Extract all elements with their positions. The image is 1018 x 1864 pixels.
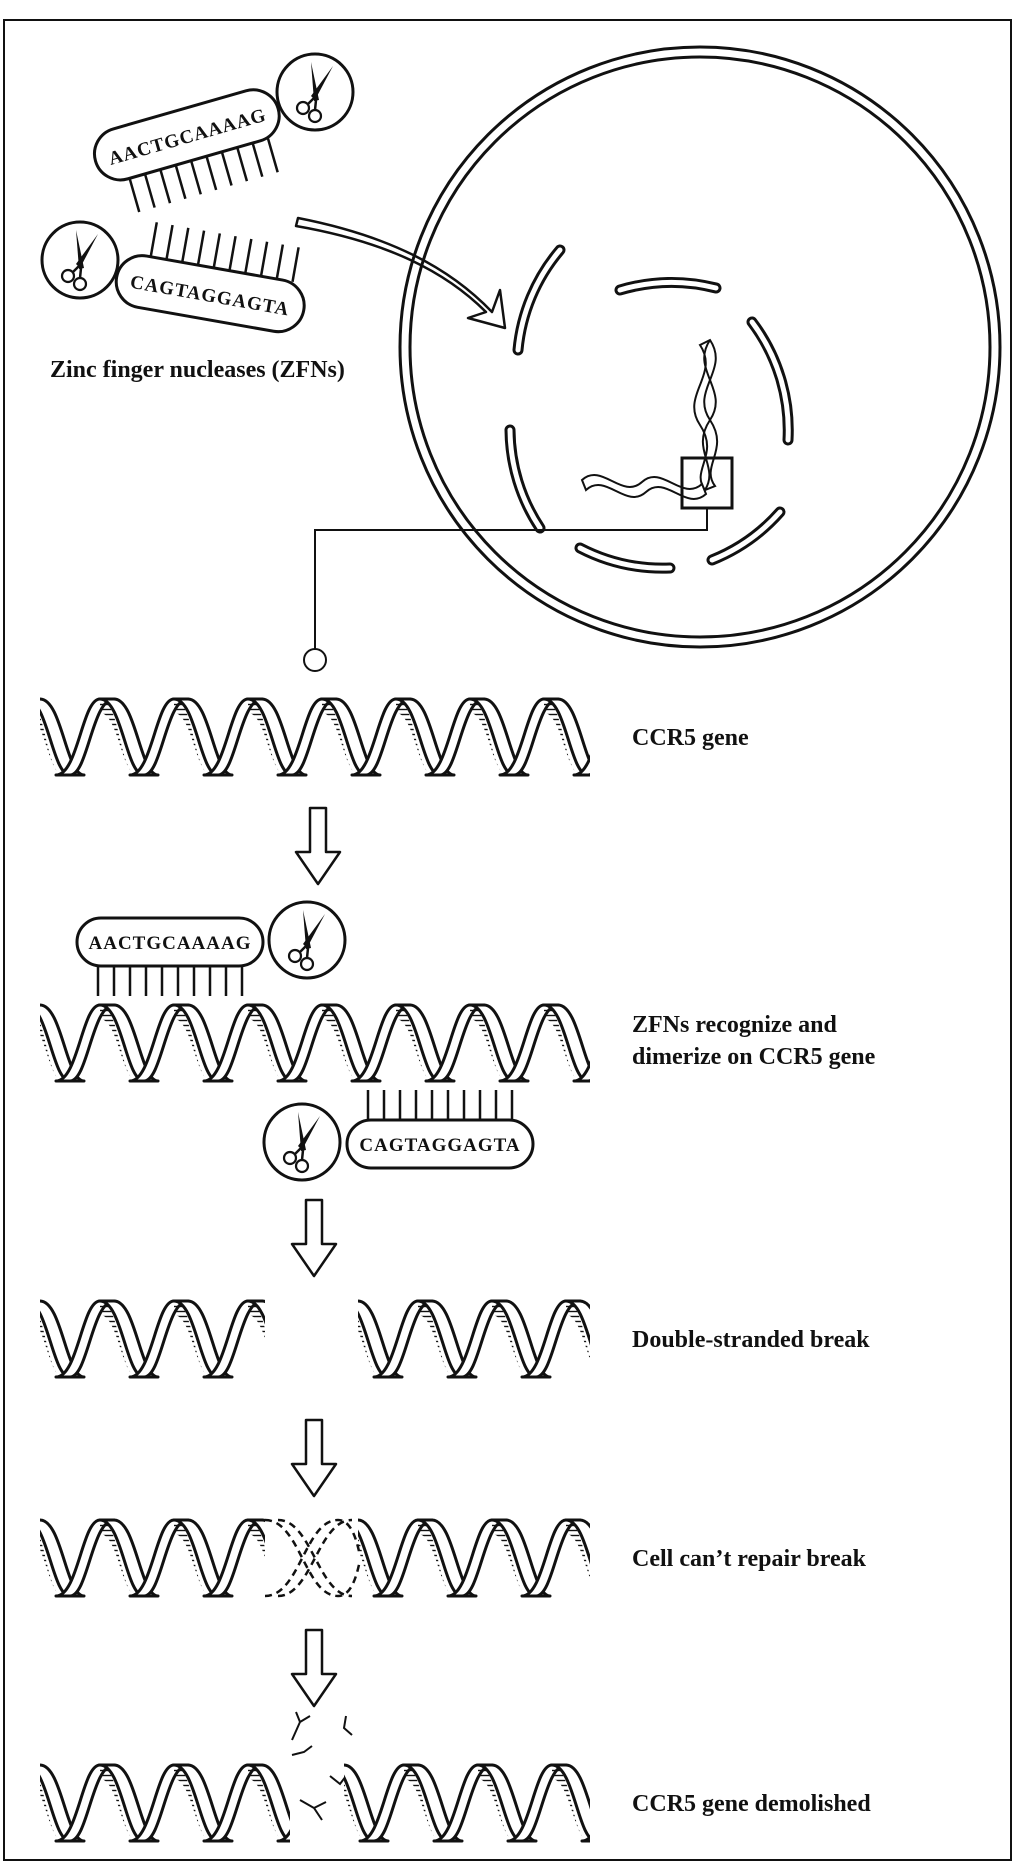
dna-helix-broken-right bbox=[358, 1299, 590, 1379]
arrow-down-icon bbox=[294, 806, 342, 886]
zfn-right-top: CAGTAGGAGTA bbox=[40, 220, 306, 334]
scissors-icon bbox=[267, 900, 347, 980]
scissors-icon bbox=[262, 1102, 342, 1182]
scissors-icon bbox=[40, 220, 120, 300]
dna-helix-icon bbox=[580, 338, 719, 500]
step-label-1: CCR5 gene bbox=[632, 725, 749, 751]
step-label-5: CCR5 gene demolished bbox=[632, 1791, 871, 1817]
arrow-down-icon bbox=[290, 1418, 338, 1498]
zfn-right-bound: CAGTAGGAGTA bbox=[262, 1090, 535, 1182]
zoom-callout-dot bbox=[303, 648, 327, 672]
cell-nucleus-icon bbox=[398, 45, 1002, 649]
dna-helix-unrepaired bbox=[40, 1518, 590, 1598]
step-label-4: Cell can’t repair break bbox=[632, 1546, 867, 1572]
zfn-left-bound: AACTGCAAAAG bbox=[75, 900, 347, 996]
step-label-3: Double-stranded break bbox=[632, 1327, 870, 1353]
step-label-2-line-1: ZFNs recognize and bbox=[632, 1012, 838, 1038]
figure-frame bbox=[3, 19, 1012, 1861]
zfn-right-sequence-bound: CAGTAGGAGTA bbox=[359, 1135, 520, 1156]
zfn-caption: Zinc finger nucleases (ZFNs) bbox=[50, 357, 345, 383]
dna-helix-demolished bbox=[40, 1711, 590, 1843]
arrow-down-icon bbox=[290, 1628, 338, 1708]
zfn-left-sequence-bound: AACTGCAAAAG bbox=[89, 933, 252, 954]
dna-helix-bound bbox=[40, 1003, 590, 1083]
step-label-2-line-2: dimerize on CCR5 gene bbox=[632, 1044, 876, 1070]
zfn-left-top: AACTGCAAAAG bbox=[93, 52, 355, 213]
dna-helix-full bbox=[40, 697, 590, 777]
zoom-callout-line bbox=[314, 508, 708, 650]
arrow-down-icon bbox=[290, 1198, 338, 1278]
entry-arrow-icon bbox=[294, 216, 507, 330]
scissors-icon bbox=[275, 52, 355, 132]
dna-helix-broken-left bbox=[40, 1299, 265, 1379]
